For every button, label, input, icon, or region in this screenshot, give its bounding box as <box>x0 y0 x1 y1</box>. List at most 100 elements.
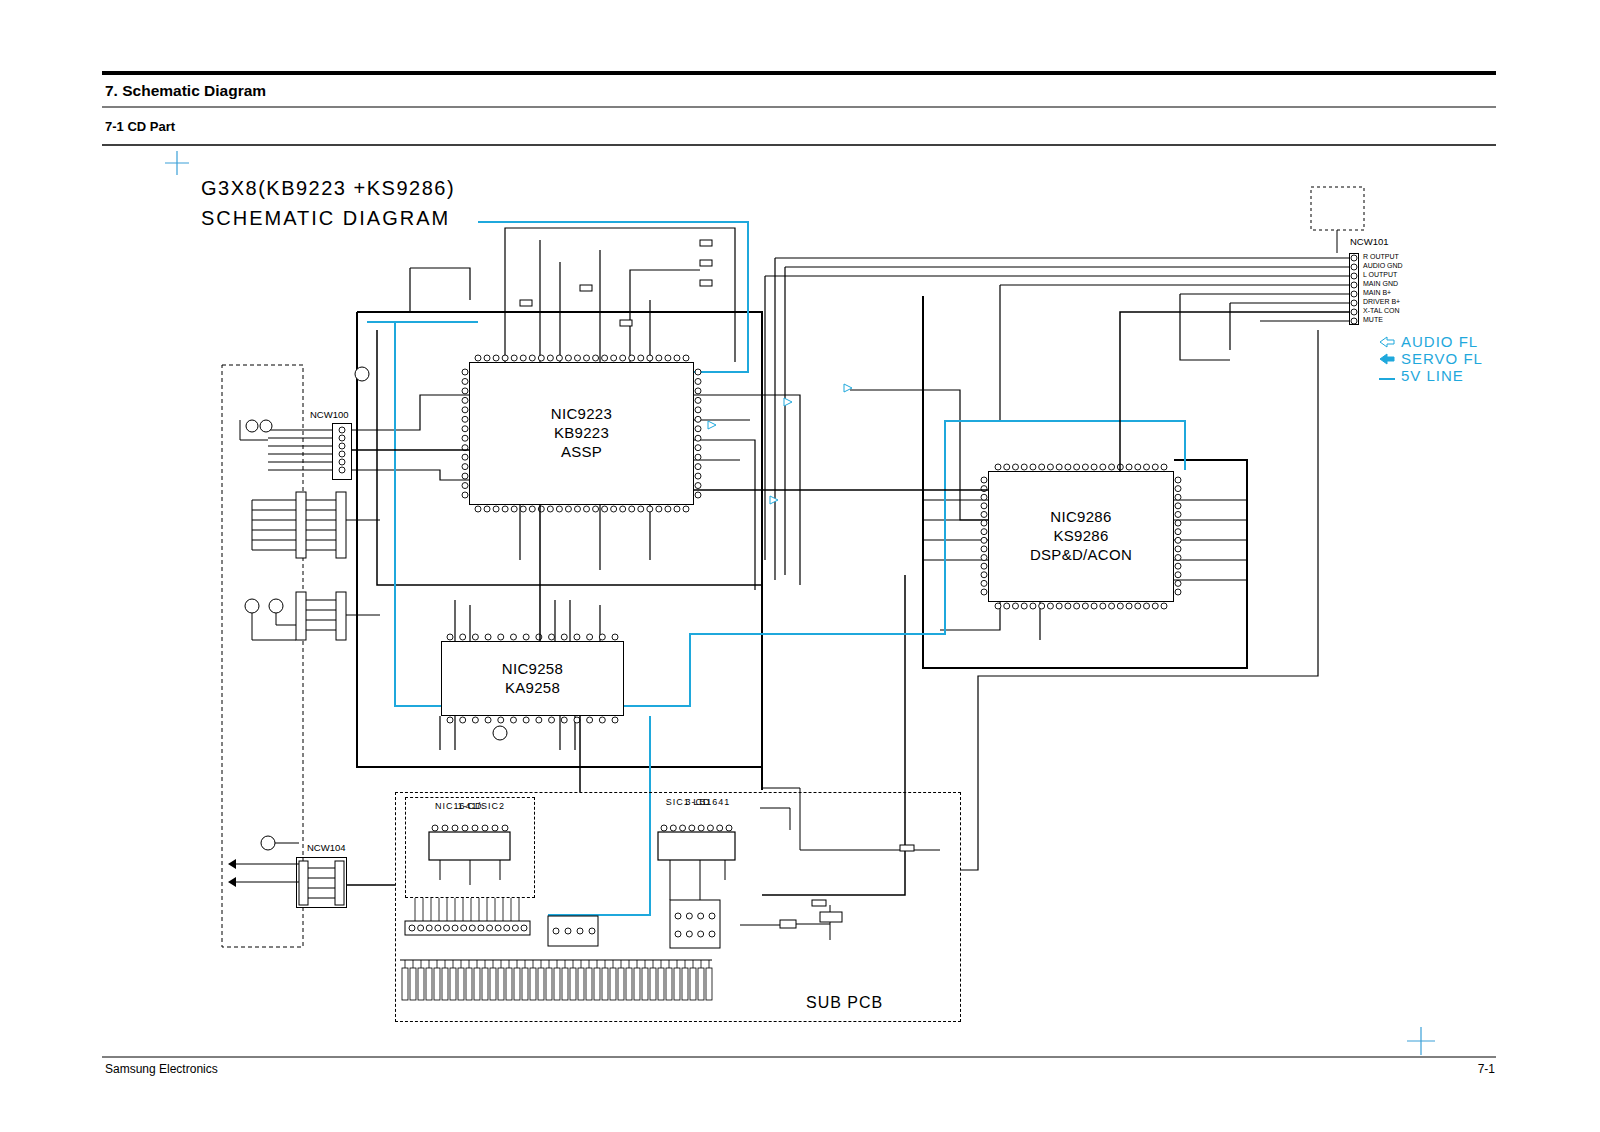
wire <box>421 960 422 968</box>
pin-dot <box>1030 603 1036 609</box>
wire <box>517 960 518 968</box>
pin-dot <box>339 435 345 441</box>
legend-arrow <box>1380 337 1394 347</box>
wire <box>621 960 622 968</box>
pin-dot <box>1074 464 1080 470</box>
pin-dot <box>726 825 732 831</box>
pin-dot <box>709 913 715 919</box>
wire <box>469 960 470 968</box>
connector-symbol <box>335 861 344 905</box>
terminal-symbol <box>490 968 496 1000</box>
pin-dot <box>611 355 617 361</box>
pin-dot <box>529 355 535 361</box>
pin-dot <box>599 634 605 640</box>
pin-dot <box>1351 300 1357 306</box>
pin-label: AUDIO GND <box>1363 262 1403 270</box>
wire <box>1174 500 1247 580</box>
signal-wire <box>579 716 581 792</box>
resistor-symbol <box>780 920 796 928</box>
terminal-symbol <box>442 968 448 1000</box>
pin-dot <box>1175 589 1181 595</box>
pin-label: X-TAL CON <box>1363 307 1400 315</box>
frame-wire <box>923 296 1247 668</box>
legend-line <box>1379 378 1395 380</box>
pin-dot <box>981 589 987 595</box>
pin-dot <box>574 355 580 361</box>
pin-dot <box>510 634 516 640</box>
signal-wire <box>694 489 988 491</box>
page-number: 7-1 <box>1478 1062 1495 1076</box>
wire <box>1000 285 1349 420</box>
pin-dot <box>599 717 605 723</box>
terminal-symbol <box>426 968 432 1000</box>
wire <box>501 960 502 968</box>
pin-dot <box>462 492 468 498</box>
pin-dot <box>638 355 644 361</box>
section-heading: 7-1 CD Part <box>105 119 175 135</box>
ic-group: 1-CDNIC1641/SIC2 <box>405 797 535 898</box>
part-label: ASSP <box>561 443 602 462</box>
pin-dot <box>484 355 490 361</box>
terminal-symbol <box>610 968 616 1000</box>
pin-dot <box>695 483 701 489</box>
pin-dot <box>502 506 508 512</box>
pin-dot <box>511 355 517 361</box>
pin-dot <box>520 506 526 512</box>
frame-wire <box>357 312 762 767</box>
wire <box>701 960 702 968</box>
pin-dot <box>1012 464 1018 470</box>
pin-dot <box>1047 464 1053 470</box>
pin-dot <box>462 454 468 460</box>
pin-dot <box>1152 464 1158 470</box>
pin-dot <box>695 369 701 375</box>
wire <box>503 898 504 921</box>
terminal-symbol <box>634 968 640 1000</box>
pin-dot <box>1109 603 1115 609</box>
pin-label: MAIN GND <box>1363 280 1398 288</box>
pin-dot <box>529 506 535 512</box>
connector-symbol <box>296 492 306 558</box>
motor-symbol <box>261 836 275 850</box>
resistor-symbol <box>580 285 592 291</box>
pin-dot <box>661 825 667 831</box>
connector-symbol <box>548 916 598 946</box>
ic-body <box>658 832 735 860</box>
terminal-symbol <box>410 968 416 1000</box>
motor-symbol <box>269 599 283 613</box>
terminal-symbol <box>690 968 696 1000</box>
pin-dot <box>1091 603 1097 609</box>
resistor-symbol <box>820 912 842 922</box>
frame-wire <box>357 312 762 790</box>
pin-dot <box>1351 255 1357 261</box>
pin-dot <box>492 825 498 831</box>
pin-dot <box>629 506 635 512</box>
terminal-symbol <box>594 968 600 1000</box>
pin-dot <box>1175 494 1181 500</box>
pin-dot <box>447 634 453 640</box>
signal-wire <box>539 505 541 641</box>
pin-dot <box>1082 603 1088 609</box>
pin-dot <box>511 506 517 512</box>
pin-dot <box>674 355 680 361</box>
pin-dot <box>1056 603 1062 609</box>
pin-dot <box>565 355 571 361</box>
pin-dot <box>709 931 715 937</box>
wire <box>405 960 406 968</box>
pin-dot <box>620 506 626 512</box>
wire <box>565 960 566 968</box>
terminal-symbol <box>466 968 472 1000</box>
terminal-symbol <box>706 968 712 1000</box>
pin-dot <box>1004 603 1010 609</box>
wire <box>400 788 940 960</box>
pin-dot <box>1175 529 1181 535</box>
pin-dot <box>1152 603 1158 609</box>
pin-dot <box>981 520 987 526</box>
pin-dot <box>561 717 567 723</box>
pin-dot <box>339 467 345 473</box>
pin-dot <box>1065 603 1071 609</box>
pin-dot <box>565 928 571 934</box>
ic-chip: NIC9286KS9286DSP&D/ACON <box>988 471 1174 602</box>
wire <box>509 960 510 968</box>
pin-dot <box>462 388 468 394</box>
legend-text: AUDIO FL <box>1401 334 1478 351</box>
